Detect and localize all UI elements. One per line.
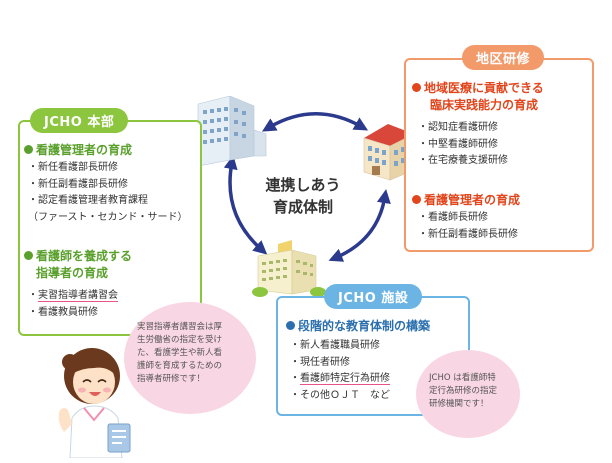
bubble-right	[416, 350, 520, 438]
list-item: 実習指導者講習会	[28, 288, 118, 305]
bubble-left	[124, 302, 256, 414]
shisetsu-sec1-title: 段階的な教育体制の構築	[286, 318, 430, 335]
bullet-dot-icon	[286, 321, 295, 330]
list-item: 新人看護職員研修	[290, 338, 390, 355]
list-item: 現任者研修	[290, 355, 390, 372]
shisetsu-tag: JCHO 施設	[324, 284, 423, 309]
arrow-top	[261, 112, 369, 132]
nurse-illustration-icon	[58, 348, 131, 458]
bullet-dot-icon	[24, 145, 33, 154]
list-item: 中堅看護師研修	[418, 137, 508, 154]
center-line2: 育成体制	[272, 198, 333, 216]
list-item: 認定看護管理者教育課程	[28, 193, 188, 210]
shisetsu-sec1-list: 新人看護職員研修 現任者研修 看護師特定行為研修 その他ＯＪＴ など	[290, 338, 390, 404]
list-item: 看護師長研修	[418, 210, 518, 227]
honbu-sec2-list: 実習指導者講習会 看護教員研修	[28, 288, 118, 321]
list-item: 新任副看護師長研修	[418, 227, 518, 244]
list-item: （ファースト・セカンド・サード）	[28, 211, 188, 223]
facility-building-icon	[252, 240, 326, 297]
chiku-sec2-list: 看護師長研修 新任副看護師長研修	[418, 210, 518, 243]
list-item: 看護教員研修	[28, 305, 118, 322]
chiku-sec2-title: 看護管理者の育成	[412, 192, 520, 209]
bullet-dot-icon	[24, 251, 33, 260]
chiku-tag: 地区研修	[462, 45, 545, 70]
honbu-sec1-list: 新任看護部長研修 新任副看護部長研修 認定看護管理者教育課程 （ファースト・セカ…	[28, 160, 188, 226]
list-item: 認知症看護研修	[418, 120, 508, 137]
list-item: その他ＯＪＴ など	[290, 388, 390, 405]
honbu-sec2-title: 看護師を養成する 指導者の育成	[24, 248, 132, 282]
center-line1: 連携しあう	[265, 176, 341, 194]
honbu-tag: JCHO 本部	[30, 108, 129, 133]
chiku-sec1-list: 認知症看護研修 中堅看護師研修 在宅療養支援研修	[418, 120, 508, 170]
chiku-sec1-title: 地域医療に貢献できる 臨床実践能力の育成	[412, 80, 544, 114]
arrow-left	[223, 155, 268, 255]
bubble-left-text: 実習指導者講習会は厚 生労働省の指定を受け た、看護学生や新人看 護師を育成する…	[137, 322, 223, 384]
honbu-sec1-title: 看護管理者の育成	[24, 142, 132, 159]
bullet-dot-icon	[412, 83, 421, 92]
arrow-right	[328, 189, 391, 262]
center-caption: 連携しあう 育成体制	[248, 174, 358, 218]
bubble-right-text: JCHO は看護師特 定行為研修の指定 研修機関です！	[429, 373, 498, 409]
bullet-dot-icon	[412, 195, 421, 204]
list-item: 新任看護部長研修	[28, 160, 188, 177]
list-item: 新任副看護部長研修	[28, 177, 188, 194]
list-item: 在宅療養支援研修	[418, 153, 508, 170]
list-item: 看護師特定行為研修	[290, 371, 390, 388]
